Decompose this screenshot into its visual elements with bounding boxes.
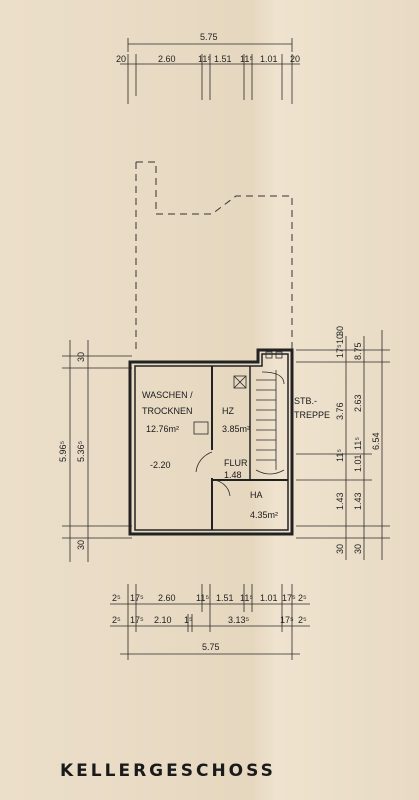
room-stair-name-1: STB.-: [294, 396, 317, 406]
bottom-row2-dim-6: 17⁵: [280, 615, 294, 625]
right-dim-v2-0: 6.54: [371, 432, 381, 450]
room-ha-name: HA: [250, 490, 263, 500]
right-dim-v1-3: 11⁵: [335, 449, 345, 462]
bottom-row2-dim-1: 2⁵: [112, 615, 121, 625]
left-dim-top: 30: [76, 352, 86, 362]
boiler-symbol: [193, 421, 209, 435]
bottom-row2-dim-5: 3.13⁵: [228, 615, 250, 625]
right-dim-v2-1: 1.43: [353, 492, 363, 510]
top-overall-dim: 5.75: [200, 32, 218, 42]
room-ha-area: 4.35m²: [250, 510, 278, 520]
bottom-row2-dim-2: 17⁵: [130, 615, 144, 625]
bottom-row1-dim-6: 11⁵: [240, 593, 253, 603]
left-dimension-chain: 30 5.96⁵ 5.36⁵ 30: [58, 340, 132, 562]
room-waschen-area: 12.76m²: [146, 424, 179, 434]
left-dim-outer: 5.96⁵: [58, 440, 68, 462]
right-dim-v1-7: 30: [335, 544, 345, 554]
top-dim-seg-1: 20: [116, 54, 126, 64]
bottom-row1-dim-9: 2⁵: [298, 593, 307, 603]
bottom-row1-dim-4: 11⁵: [196, 593, 209, 603]
top-dim-seg-2: 2.60: [158, 54, 176, 64]
bottom-row2-dim-7: 2⁵: [298, 615, 307, 625]
room-hz-area: 3.85m²: [222, 424, 250, 434]
top-dim-seg-3: 11⁵: [198, 54, 211, 64]
top-dimension-chain: 5.75 20 2.60 11⁵ 1.51 11⁵ 1.01 20: [116, 32, 300, 104]
top-dim-seg-5: 11⁵: [240, 54, 253, 64]
bottom-overall-dim: 5.75: [202, 642, 220, 652]
bottom-dimension-chain: 2⁵ 17⁵ 2.60 11⁵ 1.51 11⁵ 1.01 17⁵ 2⁵ 2⁵ …: [110, 584, 310, 660]
left-dim-inner: 5.36⁵: [76, 440, 86, 462]
floor-plan-walls: [128, 348, 294, 536]
room-waschen-name-1: WASCHEN /: [142, 390, 193, 400]
right-dim-v1-2: 3.76: [335, 402, 345, 420]
chimney-symbol: [233, 375, 247, 389]
bottom-row2-dim-4: 1⁵: [184, 615, 193, 625]
stair-symbol: [255, 370, 285, 475]
bottom-row1-dim-3: 2.60: [158, 593, 176, 603]
dashed-outline-above: [135, 161, 293, 350]
bottom-row1-dim-7: 1.01: [260, 593, 278, 603]
right-dim-v1-1: 2.63: [353, 394, 363, 412]
bottom-row1-dim-8: 17⁵: [282, 593, 296, 603]
room-waschen-name-2: TROCKNEN: [142, 406, 193, 416]
room-flur-name: FLUR: [224, 458, 248, 468]
bottom-row2-dim-3: 2.10: [154, 615, 172, 625]
door-swing: [195, 451, 213, 473]
door-swing-ha: [211, 479, 231, 497]
right-dim-v1-6: 1.43: [335, 492, 345, 510]
room-stair-name-2: TREPPE: [294, 410, 330, 420]
room-waschen-level: -2.20: [150, 460, 171, 470]
room-flur-area: 1.48: [224, 470, 242, 480]
room-hz-name: HZ: [222, 406, 234, 416]
top-dim-seg-4: 1.51: [214, 54, 232, 64]
plan-title: KELLERGESCHOSS: [60, 761, 276, 781]
bottom-row1-dim-5: 1.51: [216, 593, 234, 603]
bottom-row1-dim-2: 17⁵: [130, 593, 144, 603]
right-dim-v1-4: 1.01: [353, 454, 363, 472]
left-dim-bottom: 30: [76, 540, 86, 550]
right-dimension-chain: 17⁵ 10 30 8.75 2.63 3.76 11⁵ 1.01 11⁵ 1.…: [296, 326, 390, 560]
bottom-row1-dim-1: 2⁵: [112, 593, 121, 603]
right-dim-v1-5: 11⁵: [353, 437, 363, 450]
right-dim-v1-0: 8.75: [353, 342, 363, 360]
right-dim-small-1: 17⁵: [335, 344, 345, 358]
right-dim-small-3: 30: [335, 326, 345, 336]
top-dim-seg-7: 20: [290, 54, 300, 64]
right-dim-v2-2: 30: [353, 544, 363, 554]
right-dim-small-2: 10: [335, 334, 345, 344]
top-dim-seg-6: 1.01: [260, 54, 278, 64]
